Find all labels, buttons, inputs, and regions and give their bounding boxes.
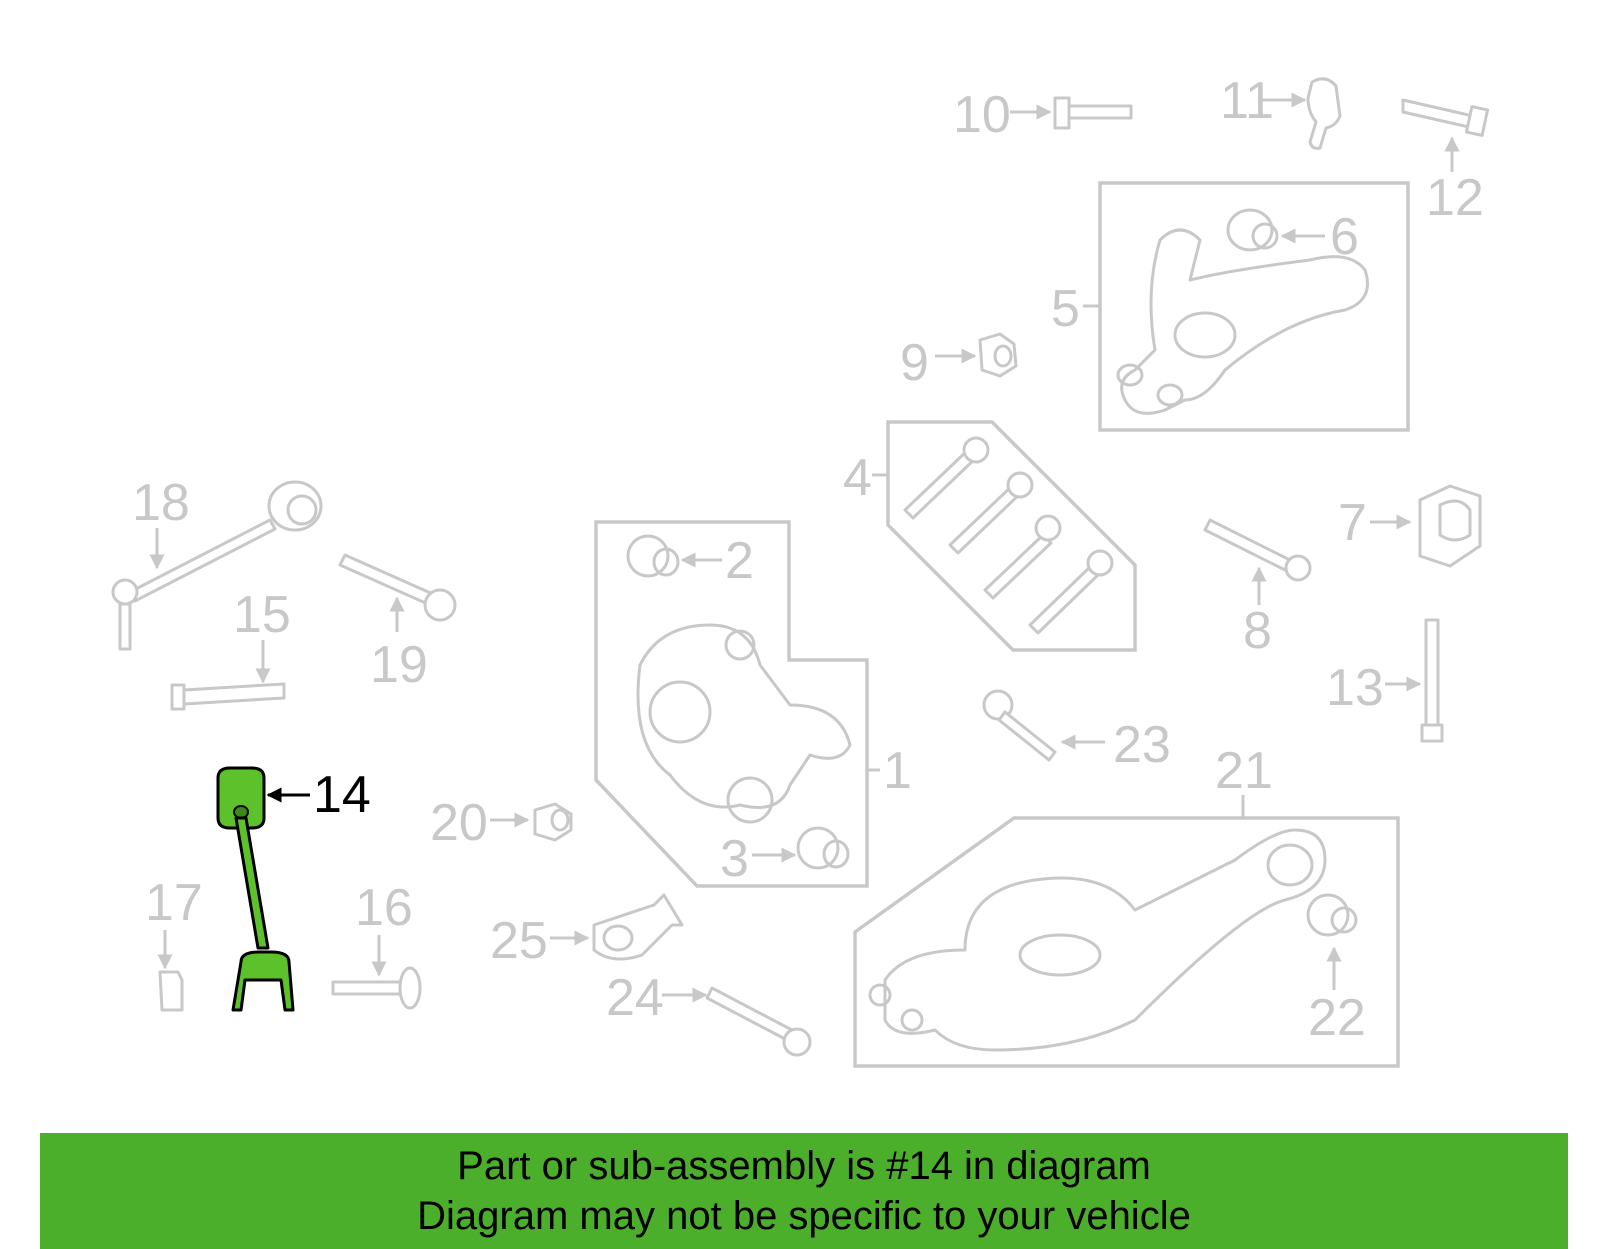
info-banner: Part or sub-assembly is #14 in diagram D… [40, 1133, 1568, 1249]
callout-21: 21 [1215, 742, 1273, 800]
part-11-clip[interactable]: 11 [1220, 72, 1342, 150]
callout-19: 19 [370, 636, 428, 694]
callout-3: 3 [720, 830, 749, 888]
part-10-bolt[interactable]: 10 [953, 86, 1133, 144]
callout-2: 2 [725, 532, 754, 590]
callout-7: 7 [1338, 494, 1367, 552]
callout-8: 8 [1243, 602, 1272, 660]
part-8-bolt[interactable]: 8 [1203, 518, 1312, 660]
callout-16: 16 [355, 879, 413, 937]
part-14-lateral-link[interactable]: 14 [216, 766, 371, 1012]
callout-23: 23 [1113, 716, 1171, 774]
part-15-bolt[interactable]: 15 [170, 586, 291, 711]
part-25-bracket[interactable]: 25 [490, 893, 684, 970]
part-7-bracket[interactable]: 7 [1338, 484, 1482, 568]
callout-5: 5 [1051, 280, 1080, 338]
callout-24: 24 [606, 969, 664, 1027]
banner-line-1: Part or sub-assembly is #14 in diagram [457, 1144, 1151, 1188]
part-16-bolt[interactable]: 16 [331, 879, 422, 1010]
callout-9: 9 [900, 334, 929, 392]
part-23-bolt[interactable]: 23 [982, 689, 1171, 774]
part-2-bushing[interactable]: 2 [626, 532, 754, 590]
part-17-clip[interactable]: 17 [145, 874, 203, 1012]
parts-diagram: 10 11 12 5 6 9 [111, 72, 1490, 1068]
part-5-upper-control-arm[interactable]: 5 [1051, 181, 1410, 432]
part-21-lower-control-arm[interactable]: 21 [853, 742, 1400, 1068]
callout-18: 18 [132, 474, 190, 532]
part-1-knuckle[interactable]: 1 [594, 520, 912, 888]
part-20-nut[interactable]: 20 [430, 794, 573, 852]
part-24-bolt[interactable]: 24 [606, 969, 812, 1057]
callout-6: 6 [1330, 208, 1359, 266]
part-9-nut[interactable]: 9 [900, 332, 1018, 392]
callout-13: 13 [1326, 659, 1384, 717]
callout-15: 15 [233, 586, 291, 644]
part-13-bolt[interactable]: 13 [1326, 618, 1444, 743]
callout-14: 14 [313, 766, 371, 824]
callout-17: 17 [145, 874, 203, 932]
part-6-bushing[interactable]: 6 [1226, 208, 1359, 266]
part-19-bolt[interactable]: 19 [338, 553, 457, 694]
callout-10: 10 [953, 86, 1011, 144]
callout-4: 4 [843, 449, 872, 507]
part-4-bolt-kit[interactable]: 4 [843, 420, 1137, 652]
callout-22: 22 [1308, 989, 1366, 1047]
banner-line-2: Diagram may not be specific to your vehi… [417, 1194, 1191, 1238]
callout-12: 12 [1426, 169, 1484, 227]
part-18-stabilizer-link[interactable]: 18 [111, 474, 323, 651]
callout-20: 20 [430, 794, 488, 852]
part-22-bushing[interactable]: 22 [1306, 893, 1366, 1047]
part-12-bolt[interactable]: 12 [1401, 98, 1490, 227]
callout-25: 25 [490, 912, 548, 970]
part-3-bushing[interactable]: 3 [720, 826, 850, 888]
callout-1: 1 [883, 742, 912, 800]
